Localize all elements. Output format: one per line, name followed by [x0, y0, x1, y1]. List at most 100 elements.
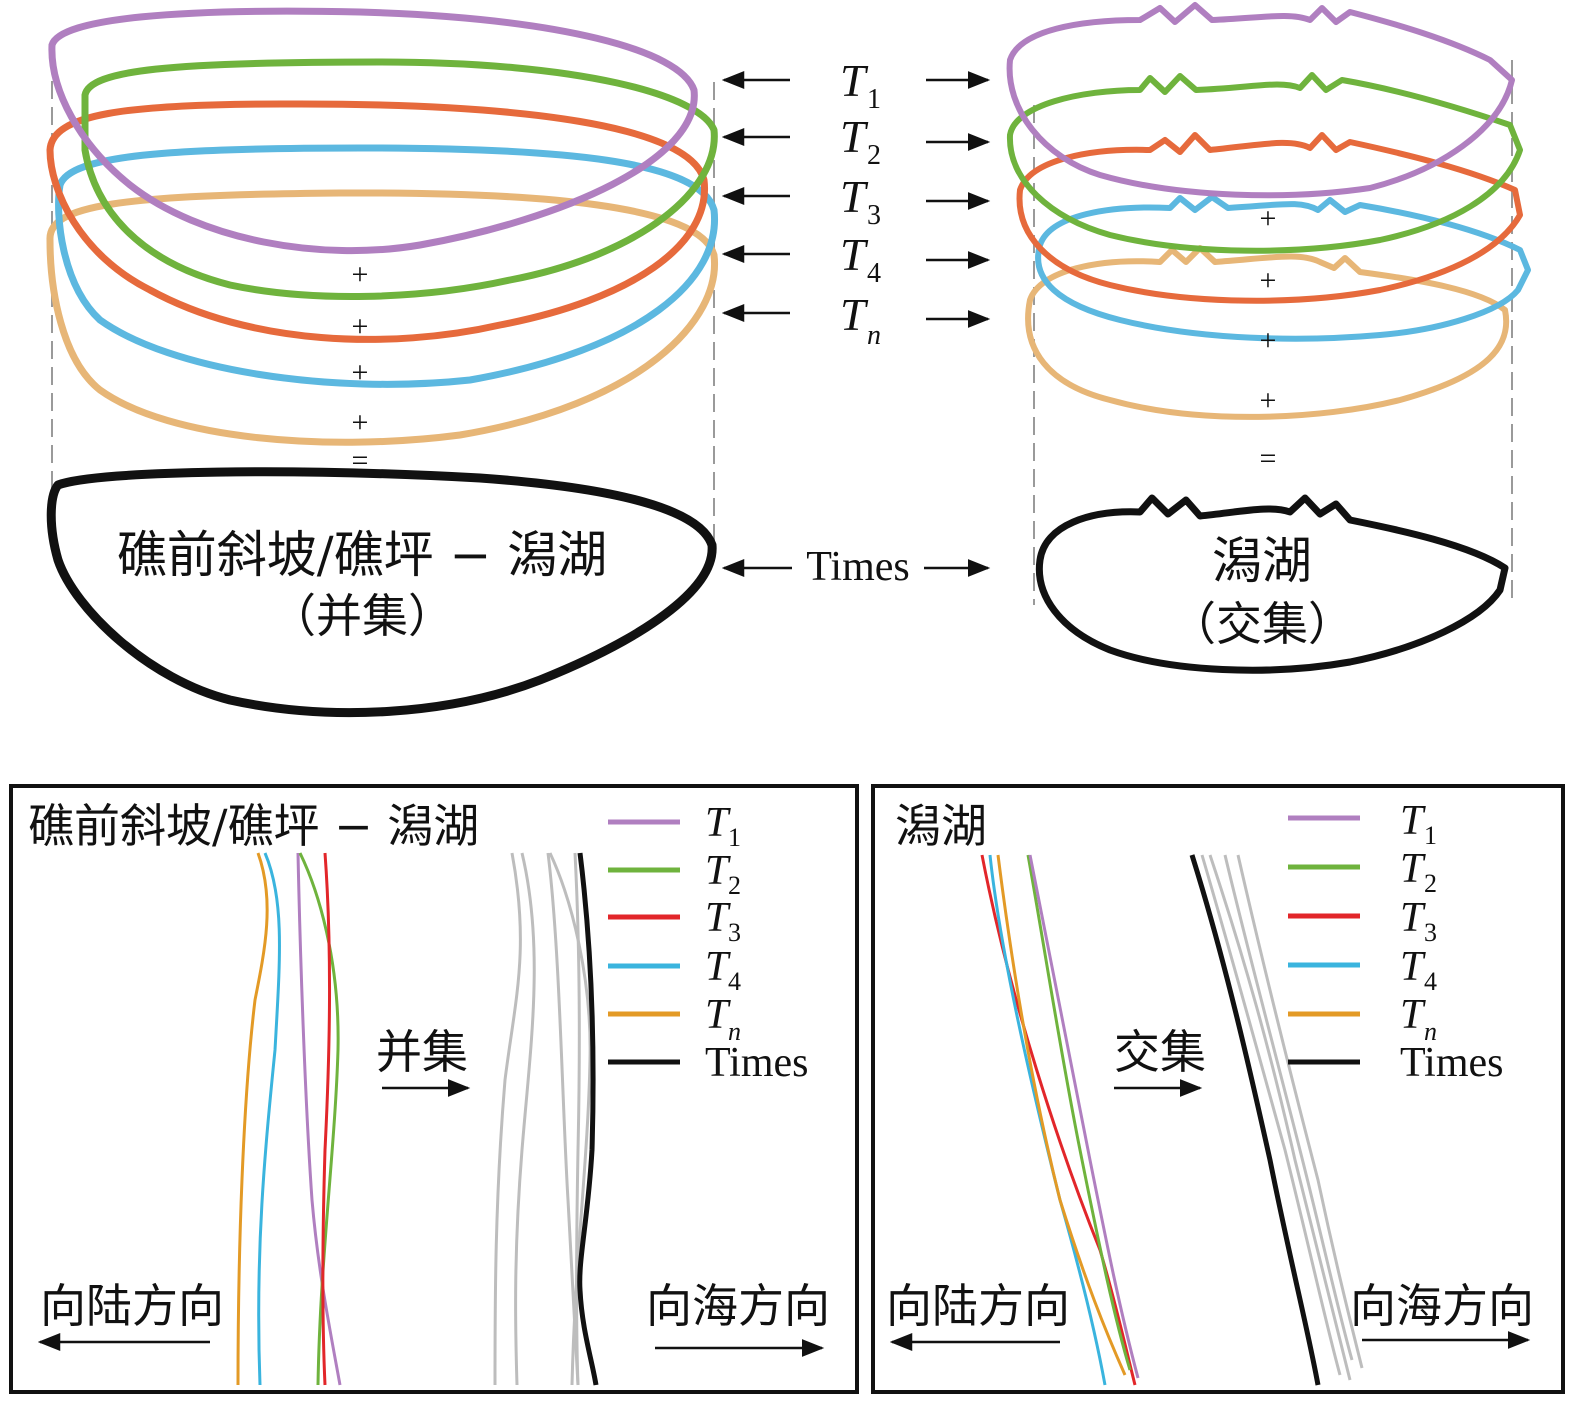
grey-line [493, 852, 522, 1386]
plus-sign: + [1260, 324, 1277, 357]
outline-t2-right [1006, 72, 1523, 254]
trajectory-lines [980, 854, 1140, 1386]
outline-t3-left [46, 100, 709, 343]
legend-item-tn: T n [608, 992, 741, 1046]
result-lines [493, 852, 599, 1386]
panel-union: 礁前斜坡/礁坪 − 潟湖 并集 T 1 T [9, 784, 859, 1394]
svg-text:T: T [705, 895, 731, 941]
svg-text:T: T [705, 848, 731, 894]
time-label-t2: T 2 [721, 111, 991, 171]
upper-left-diagram: + + + + = 礁前斜坡/礁坪 − 潟湖 （并集） [46, 7, 719, 718]
svg-text:2: 2 [728, 871, 741, 900]
seaward-label: 向海方向 [646, 1279, 830, 1333]
svg-text:T: T [1400, 798, 1426, 844]
legend-item-t1: T 1 [1288, 798, 1437, 850]
outline-t4-right [1035, 194, 1531, 342]
upper-right-diagram: + + + + = 潟湖 （交集） [1006, 2, 1531, 674]
svg-text:T: T [705, 944, 731, 990]
svg-text:Times: Times [705, 1040, 809, 1086]
outline-t4-left [55, 144, 719, 388]
svg-text:1: 1 [1424, 821, 1437, 850]
grey-line [514, 852, 536, 1386]
legend-item-times: Times [1288, 1040, 1504, 1086]
legend-item-t3: T 3 [608, 895, 741, 947]
landward-label: 向陆方向 [886, 1279, 1070, 1333]
svg-text:1: 1 [867, 84, 881, 115]
times-envelope-line [1189, 854, 1321, 1386]
panel-intersection: 潟湖 交集 T 1 T 2 [871, 784, 1565, 1394]
plus-sign: + [352, 258, 369, 291]
times-envelope-line [577, 852, 599, 1386]
seaward-label: 向海方向 [1350, 1279, 1534, 1333]
legend-item-t2: T 2 [1288, 846, 1437, 898]
svg-text:T: T [840, 111, 869, 162]
svg-text:2: 2 [867, 140, 881, 171]
svg-text:3: 3 [728, 918, 741, 947]
landward-label: 向陆方向 [40, 1279, 224, 1333]
trajectory-t4 [257, 852, 281, 1386]
svg-text:T: T [1400, 944, 1426, 990]
svg-text:3: 3 [1424, 918, 1437, 947]
time-label-tn: T n [721, 289, 991, 351]
panel-title: 礁前斜坡/礁坪 − 潟湖 [28, 799, 479, 853]
legend-item-t3: T 3 [1288, 895, 1437, 947]
panel-title: 潟湖 [895, 799, 987, 853]
outline-tn-left [46, 189, 719, 446]
svg-text:n: n [728, 1017, 741, 1046]
outline-tn-right [1025, 245, 1510, 420]
outline-t1-right [1006, 2, 1515, 199]
union-result-outline [46, 467, 717, 718]
legend-item-t2: T 2 [608, 848, 741, 900]
svg-text:T: T [840, 55, 869, 106]
panel-frame [871, 784, 1565, 1394]
trajectory-t2 [1026, 854, 1132, 1371]
time-label-t3: T 3 [721, 171, 991, 231]
svg-text:n: n [867, 320, 881, 351]
svg-text:3: 3 [867, 200, 881, 231]
trajectory-lines [236, 852, 342, 1386]
union-result-label: 礁前斜坡/礁坪 − 潟湖 [117, 526, 608, 584]
intersection-result-sublabel: （交集） [1170, 597, 1354, 651]
svg-text:4: 4 [1424, 967, 1437, 996]
svg-text:T: T [840, 289, 869, 340]
trajectory-tn [236, 852, 269, 1386]
plus-sign: + [352, 310, 369, 343]
outline-t3-right [1016, 132, 1523, 304]
legend-item-t4: T 4 [1288, 944, 1437, 996]
svg-text:T: T [840, 171, 869, 222]
trajectory-t1 [1028, 854, 1140, 1379]
grey-line [1236, 854, 1364, 1369]
panel-frame [9, 784, 859, 1394]
svg-text:T: T [705, 800, 731, 846]
legend: T 1 T 2 T 3 T 4 T n [608, 800, 809, 1086]
equals-sign: = [1260, 442, 1277, 475]
svg-text:T: T [1400, 846, 1426, 892]
svg-text:2: 2 [1424, 869, 1437, 898]
svg-text:1: 1 [728, 823, 741, 852]
trajectory-t1 [296, 852, 342, 1386]
svg-text:4: 4 [867, 258, 881, 289]
time-label-t1: T 1 [721, 55, 991, 115]
upper-time-labels: T 1 T 2 T 3 T 4 T n [721, 55, 991, 590]
grey-line [1223, 854, 1354, 1361]
union-result-sublabel: （并集） [270, 589, 454, 643]
trajectory-t3 [321, 852, 332, 1386]
legend-item-times: Times [608, 1040, 809, 1086]
outline-t2-left [81, 58, 718, 300]
result-lines [1189, 854, 1364, 1386]
plus-sign: + [352, 356, 369, 389]
svg-text:n: n [1424, 1017, 1437, 1046]
legend-item-t4: T 4 [608, 944, 741, 996]
svg-text:4: 4 [728, 967, 741, 996]
intersection-result-label: 潟湖 [1212, 532, 1312, 590]
operation-label: 并集 [376, 1025, 468, 1079]
time-label-t4: T 4 [721, 229, 991, 289]
grey-line [1200, 854, 1342, 1376]
svg-text:Times: Times [1400, 1040, 1504, 1086]
trajectory-tn [996, 854, 1127, 1376]
legend: T 1 T 2 T 3 T 4 T n [1288, 798, 1504, 1086]
time-label-times: Times [721, 544, 991, 590]
outline-t1-left [48, 7, 698, 255]
plus-sign: + [1260, 202, 1277, 235]
